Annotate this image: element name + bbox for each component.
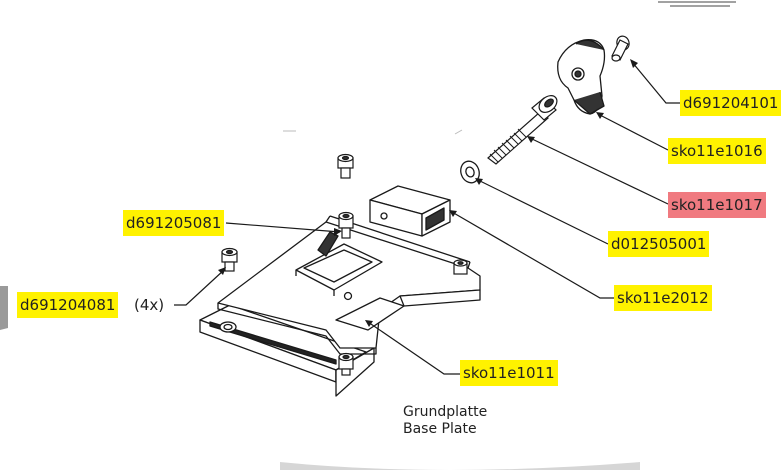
- label-sko11e1016: sko11e1016: [668, 138, 766, 164]
- clamp-block: [369, 185, 451, 237]
- screw-on-plate-top: [338, 211, 354, 239]
- long-bolt: [487, 95, 558, 165]
- leader-lines: [174, 61, 680, 375]
- caption-german: Grundplatte: [403, 404, 488, 420]
- loose-screw-left: [221, 247, 238, 272]
- label-sko11e1011: sko11e1011: [460, 360, 558, 386]
- screw-on-plate-bottom: [338, 352, 354, 376]
- shadow-arc: [280, 462, 640, 470]
- quantity-note: (4x): [134, 296, 165, 314]
- label-sko11e1017: sko11e1017: [668, 192, 766, 218]
- label-d691205081: d691205081: [123, 210, 225, 236]
- small-pin: [611, 35, 630, 62]
- faint-marks: [283, 129, 463, 135]
- washer: [460, 160, 480, 184]
- leader-arrowheads: [218, 59, 638, 327]
- plate-screws: [338, 211, 468, 376]
- star-knob: [557, 39, 606, 115]
- caption-english: Base Plate: [403, 421, 477, 437]
- base-plate: [199, 215, 481, 397]
- loose-screw-upper: [337, 153, 354, 179]
- label-d691204101: d691204101: [680, 90, 782, 116]
- top-edge-marks: [658, 1, 736, 7]
- screw-on-plate-right: [453, 259, 468, 275]
- label-sko11e2012: sko11e2012: [614, 285, 712, 311]
- label-d691204081: d691204081: [17, 292, 119, 318]
- label-d012505001: d012505001: [608, 231, 710, 257]
- drawing-caption: Grundplatte Base Plate: [403, 404, 487, 438]
- left-edge-shadow: [0, 286, 8, 330]
